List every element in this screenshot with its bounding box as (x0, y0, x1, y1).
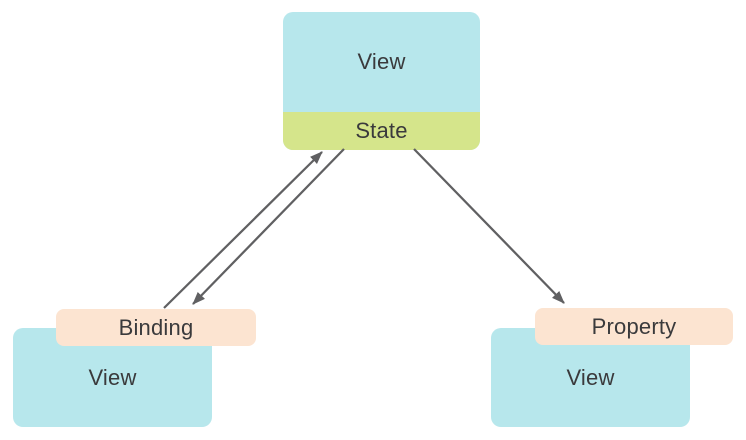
node-state: State (283, 112, 480, 150)
node-top-view: View State (283, 12, 480, 150)
arrow-binding-to-state (163, 151, 323, 309)
property-label: Property (591, 313, 677, 339)
top-view-label-area: View (283, 12, 480, 112)
left-view-label: View (88, 364, 137, 390)
node-binding: Binding (56, 309, 256, 346)
arrow-state-to-binding (192, 148, 345, 305)
arrow-state-to-property (413, 148, 565, 304)
top-view-label: View (357, 49, 406, 74)
binding-label: Binding (118, 314, 194, 340)
node-property: Property (535, 308, 733, 345)
state-label: State (355, 118, 408, 143)
right-view-label: View (566, 364, 615, 390)
